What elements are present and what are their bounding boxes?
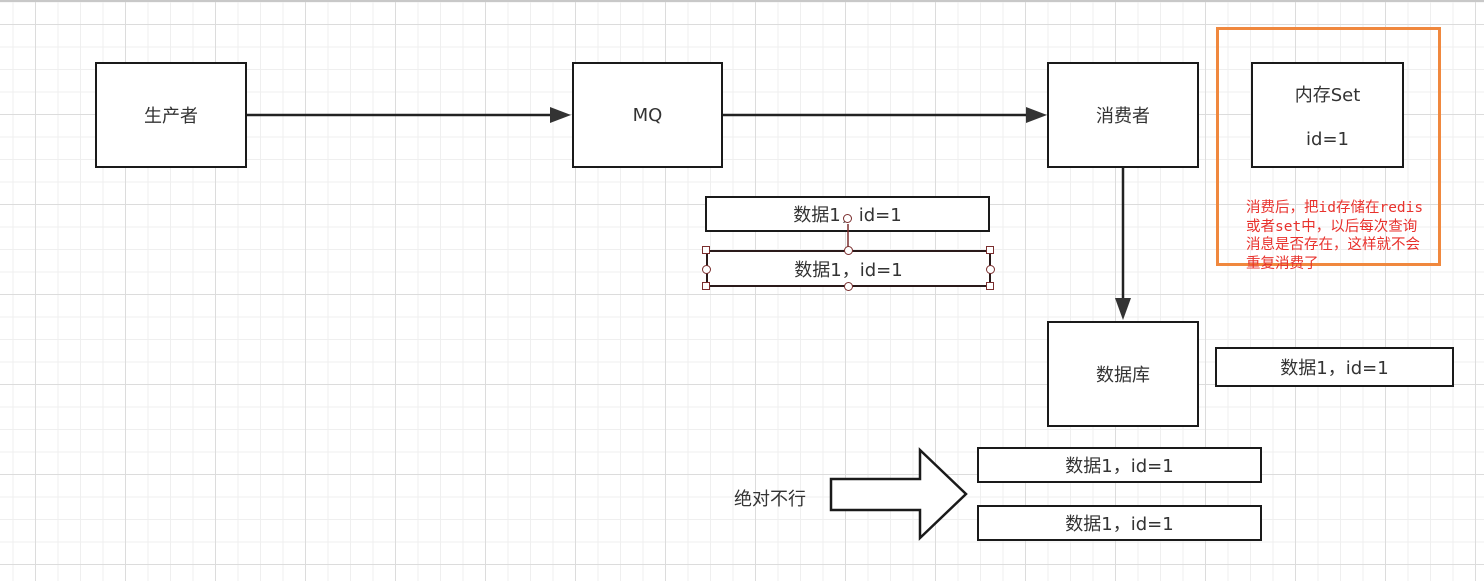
database-node[interactable]: 数据库: [1047, 321, 1199, 427]
memory-set-node[interactable]: 内存Set id=1: [1251, 62, 1404, 168]
note-line: 重复消费了: [1246, 255, 1319, 272]
duplicate-record-2-label: 数据1，id=1: [1065, 514, 1174, 535]
edge-consumer-to-database[interactable]: [1115, 167, 1131, 320]
resize-handle-e[interactable]: [986, 265, 995, 274]
arrowhead-icon: [1115, 298, 1131, 320]
consumer-label: 消费者: [1096, 106, 1150, 127]
annotation-frame[interactable]: [1216, 27, 1441, 266]
resize-handle-nw[interactable]: [702, 246, 710, 254]
mq-message-2-label: 数据1，id=1: [794, 259, 903, 281]
edge-producer-to-mq[interactable]: [246, 107, 571, 123]
note-line: 消费后，把id存储在redis: [1246, 200, 1424, 216]
resize-handle-ne[interactable]: [986, 246, 994, 254]
mq-label: MQ: [632, 104, 663, 126]
edge-mq-to-consumer[interactable]: [722, 107, 1047, 123]
note-line: 或者set中，以后每次查询: [1246, 218, 1418, 235]
mq-node[interactable]: MQ: [572, 62, 723, 168]
producer-label: 生产者: [144, 106, 198, 127]
canvas-top-border: [0, 0, 1484, 2]
resize-handle-sw[interactable]: [702, 282, 710, 290]
duplicate-record-1-label: 数据1，id=1: [1065, 456, 1174, 477]
resize-handle-se[interactable]: [986, 282, 994, 290]
annotation-note[interactable]: 消费后，把id存储在redis 或者set中，以后每次查询 消息是否存在，这样就…: [1246, 199, 1442, 273]
arrowhead-icon: [1026, 107, 1047, 123]
memory-set-title: 内存Set: [1294, 84, 1361, 106]
duplicate-record-2[interactable]: 数据1，id=1: [977, 505, 1262, 541]
consumer-node[interactable]: 消费者: [1047, 62, 1199, 168]
db-record-label: 数据1，id=1: [1280, 358, 1389, 379]
arrowhead-icon: [550, 107, 571, 123]
resize-handle-w[interactable]: [702, 265, 711, 274]
resize-handle-s[interactable]: [844, 282, 853, 291]
big-arrow-label: 绝对不行: [734, 489, 806, 510]
db-record[interactable]: 数据1，id=1: [1215, 347, 1454, 387]
note-line: 消息是否存在，这样就不会: [1246, 237, 1420, 253]
database-label: 数据库: [1096, 365, 1150, 386]
mq-message-2-selected[interactable]: 数据1，id=1: [706, 250, 991, 287]
big-right-arrow-shape[interactable]: [829, 447, 968, 541]
memory-set-value: id=1: [1306, 128, 1349, 150]
producer-node[interactable]: 生产者: [95, 62, 247, 168]
rotate-handle[interactable]: [843, 214, 852, 223]
resize-handle-n[interactable]: [844, 246, 853, 255]
duplicate-record-1[interactable]: 数据1，id=1: [977, 447, 1262, 483]
